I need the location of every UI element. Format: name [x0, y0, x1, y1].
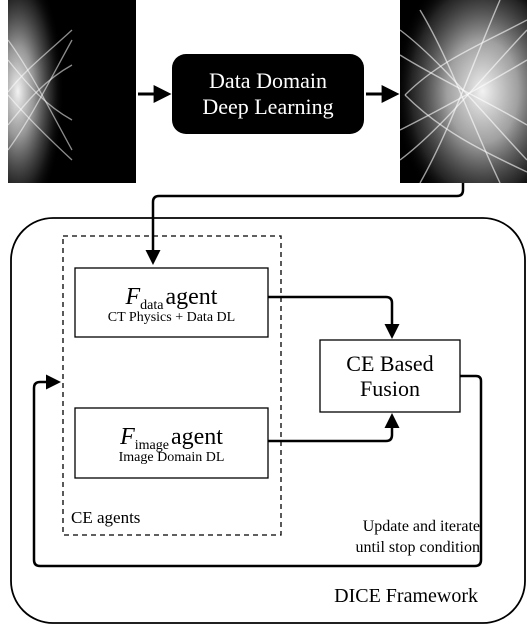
arrow-fdata-to-fusion [268, 295, 400, 339]
dl-box-line1: Data Domain [209, 68, 327, 93]
fdata-agent-title: Fdataagent [75, 284, 268, 319]
dice-framework-label: DICE Framework [334, 585, 478, 607]
fimage-agent-title: Fimageagent [75, 424, 268, 459]
input-sinogram-image [7, 0, 136, 183]
arrow-output-to-fdata [145, 183, 465, 265]
ce-agents-label: CE agents [71, 508, 141, 527]
dl-box-line2: Deep Learning [202, 94, 334, 119]
ce-agents-group [62, 235, 282, 536]
fdata-word: agent [165, 284, 218, 310]
fdata-symbol: F [125, 284, 141, 310]
fimage-word: agent [170, 424, 223, 450]
dl-box [172, 54, 364, 134]
fimage-agent-subtitle: Image Domain DL [118, 450, 225, 465]
fdata-agent-subtitle: CT Physics + Data DL [107, 310, 236, 325]
fimage-symbol: F [120, 424, 135, 450]
fdata-subscript: data [140, 298, 164, 313]
output-sinogram-image [399, 0, 527, 184]
update-line2: until stop condition [355, 539, 480, 556]
feedback-loop-arrow [32, 374, 483, 568]
fusion-line2: Fusion [360, 376, 420, 401]
fusion-label: CE Based Fusion [320, 340, 460, 412]
fdata-agent-box [74, 267, 269, 338]
update-line1: Update and iterate [362, 518, 480, 535]
dl-box-label: Data Domain Deep Learning [172, 54, 364, 134]
fusion-box [319, 339, 461, 413]
update-iterate-label: Update and iterate until stop condition [300, 516, 480, 558]
arrow-fimage-to-fusion [268, 413, 400, 443]
dice-framework-container [10, 217, 526, 624]
fimage-subscript: image [134, 438, 169, 453]
fimage-agent-box [74, 407, 269, 479]
fusion-line1: CE Based [346, 351, 434, 376]
